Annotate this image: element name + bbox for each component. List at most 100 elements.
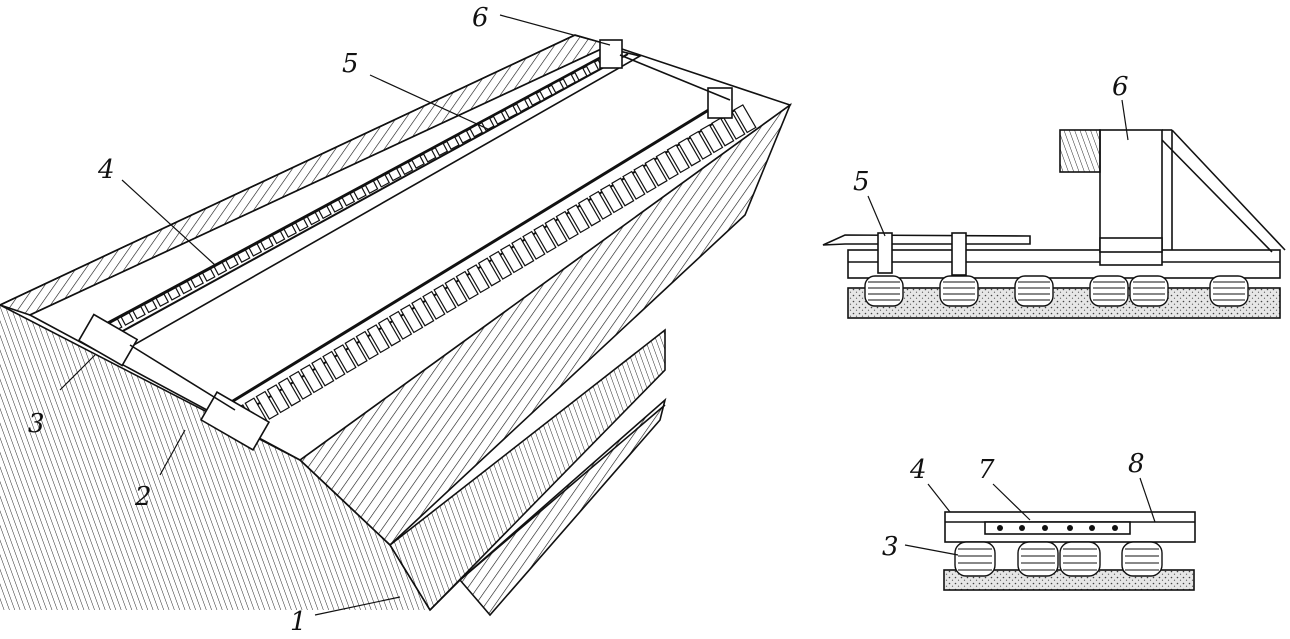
end-sleeper-near xyxy=(199,391,271,451)
sleeper xyxy=(588,190,613,220)
sleeper xyxy=(677,137,702,167)
sleeper xyxy=(306,211,321,226)
sleeper xyxy=(573,67,588,81)
sleeper xyxy=(329,199,344,213)
sleeper xyxy=(600,184,624,214)
ground-soil xyxy=(0,305,430,610)
sleeper xyxy=(364,180,379,194)
sleeper xyxy=(445,136,460,151)
sleeper xyxy=(387,167,402,182)
label-1: 1 xyxy=(290,607,307,634)
sleeper-coil xyxy=(864,275,904,307)
drainage-ditch xyxy=(388,328,666,612)
sleeper xyxy=(550,79,565,94)
sleeper xyxy=(300,364,324,394)
sleeper xyxy=(388,310,413,340)
fishplate xyxy=(984,521,1131,535)
sleeper-coil xyxy=(1059,541,1101,577)
sleeper xyxy=(120,312,135,326)
joint-label-7: 7 xyxy=(978,455,995,485)
joint-label-3: 3 xyxy=(882,532,899,562)
bolt xyxy=(1089,525,1095,531)
sleeper xyxy=(294,217,309,232)
sleeper xyxy=(566,204,590,234)
sleeper xyxy=(399,161,414,176)
sleeper xyxy=(711,117,735,147)
sleeper xyxy=(539,85,553,100)
sleeper xyxy=(283,224,297,238)
bolt xyxy=(1112,525,1118,531)
sleeper xyxy=(577,197,602,227)
ballast-strip xyxy=(847,287,1281,319)
joint-view xyxy=(943,511,1196,591)
label-3: 3 xyxy=(28,409,45,439)
sleeper xyxy=(376,173,391,188)
sleeper xyxy=(434,142,449,157)
sleeper xyxy=(585,60,600,75)
sleeper-coil xyxy=(1209,275,1249,307)
sleeper xyxy=(266,384,290,414)
sleeper xyxy=(500,244,524,274)
sleeper xyxy=(515,98,530,113)
sleeper xyxy=(611,177,635,207)
sleeper xyxy=(143,299,158,314)
sleeper xyxy=(422,148,437,163)
sleeper xyxy=(190,274,204,289)
label-2: 2 xyxy=(134,482,152,512)
sleeper xyxy=(355,330,379,360)
sleeper xyxy=(352,186,367,201)
joint-sleepers xyxy=(954,541,1163,577)
sleeper xyxy=(166,286,181,301)
sleeper-coil xyxy=(1014,275,1054,307)
sleeper xyxy=(411,297,435,327)
sleeper xyxy=(555,210,579,240)
sleeper xyxy=(562,73,577,88)
side-rail xyxy=(847,249,1281,279)
sleeper xyxy=(504,104,518,119)
sleeper xyxy=(433,284,457,314)
stop-block-near xyxy=(707,87,733,119)
sleeper xyxy=(492,111,507,125)
sleeper xyxy=(422,290,446,320)
sleeper xyxy=(271,230,286,245)
sleeper xyxy=(644,157,668,187)
sleeper xyxy=(488,250,513,280)
sleeper xyxy=(544,217,568,247)
sleeper xyxy=(259,236,274,251)
sleeper xyxy=(213,261,228,276)
stop-block-far xyxy=(599,39,623,69)
end-sleeper-far xyxy=(77,313,139,367)
label-6: 6 xyxy=(472,3,489,33)
side-label-6: 6 xyxy=(1112,72,1129,102)
sleeper xyxy=(511,237,535,267)
side-sleepers xyxy=(864,275,1249,307)
near-sleepers xyxy=(233,104,757,434)
sleeper xyxy=(333,344,357,374)
bolt xyxy=(1019,525,1025,531)
sleeper xyxy=(366,324,390,354)
bolt xyxy=(1067,525,1073,531)
sleeper xyxy=(733,104,757,134)
sleeper xyxy=(522,230,546,260)
sleeper xyxy=(322,350,346,380)
sleeper xyxy=(248,242,263,257)
sleeper-coil xyxy=(939,275,979,307)
sleeper xyxy=(622,170,646,200)
sleeper xyxy=(411,155,425,169)
sleeper xyxy=(444,277,468,307)
bolt xyxy=(997,525,1003,531)
sleeper xyxy=(377,317,402,347)
sleeper xyxy=(178,280,193,295)
sleeper xyxy=(341,192,356,207)
sleeper xyxy=(688,130,713,160)
sleeper xyxy=(288,370,313,400)
sleeper-coil xyxy=(1017,541,1059,577)
sleeper-coil xyxy=(1089,275,1129,307)
sleeper xyxy=(344,337,368,367)
sleeper xyxy=(255,390,279,420)
sleeper xyxy=(201,268,216,282)
sleeper xyxy=(477,257,502,287)
sleeper-coil xyxy=(1121,541,1163,577)
sleeper-coil xyxy=(1129,275,1169,307)
